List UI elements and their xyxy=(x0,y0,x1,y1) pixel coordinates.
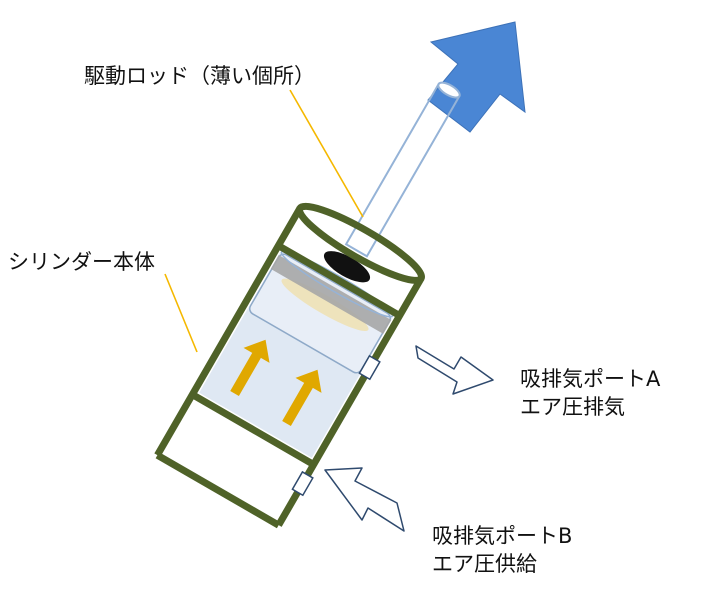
rod-leader-line xyxy=(289,89,364,218)
port-b-name: 吸排気ポートB xyxy=(432,524,573,548)
port-a-label: 吸排気ポートA エア圧排気 xyxy=(520,365,660,421)
body-leader-line xyxy=(164,273,198,353)
port-b-label: 吸排気ポートB エア圧供給 xyxy=(432,522,572,578)
port-b-fitting xyxy=(291,470,314,497)
drive-rod-label: 駆動ロッド（薄い個所） xyxy=(84,64,315,88)
pressure-arrows xyxy=(230,339,322,426)
port-b-function: エア圧供給 xyxy=(432,552,537,576)
yellow-up-arrow-icon xyxy=(282,369,322,426)
port-a-outline-arrow-icon xyxy=(415,345,494,395)
port-a-function: エア圧排気 xyxy=(520,395,625,419)
port-a-fitting xyxy=(358,354,381,381)
port-a-name: 吸排気ポートA xyxy=(520,367,661,391)
piston-bar xyxy=(270,255,392,334)
rod-seal xyxy=(323,251,371,283)
piston xyxy=(249,250,394,374)
port-b-outline-arrow-icon xyxy=(324,467,405,532)
drive-rod xyxy=(344,81,461,258)
cylinder-assembly xyxy=(154,81,461,529)
cylinder-body-label: シリンダー本体 xyxy=(8,250,155,274)
motion-direction-arrow-icon xyxy=(427,21,526,133)
yellow-up-arrow-icon xyxy=(230,339,270,396)
